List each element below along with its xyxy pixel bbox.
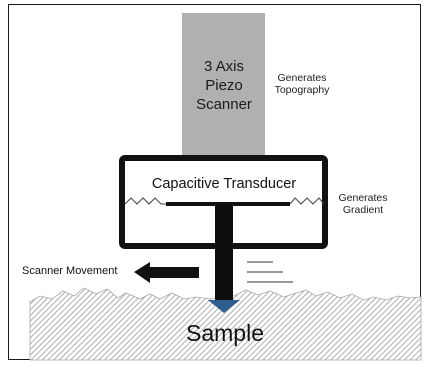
piezo-scanner-block xyxy=(182,13,265,159)
scanner-label-line-1: 3 Axis xyxy=(203,58,245,75)
topography-note-line-1: Generates xyxy=(277,72,327,84)
probe-tip xyxy=(208,300,240,313)
transducer-label: Capacitive Transducer xyxy=(151,176,297,192)
scanner-label-line-2: Piezo xyxy=(205,76,243,94)
topography-note: Generates Topography xyxy=(266,72,338,97)
topography-note-line-2: Topography xyxy=(274,84,330,97)
scanner-label-line-3: Scanner xyxy=(196,95,252,113)
sample-surface xyxy=(29,287,422,361)
left-spring xyxy=(124,197,166,205)
right-spring xyxy=(289,197,325,205)
scanner-movement-arrow xyxy=(134,262,199,283)
gradient-note-line-1: Generates xyxy=(338,192,388,204)
gradient-note: Generates Gradient xyxy=(331,192,395,217)
probe-shaft xyxy=(215,206,233,302)
sample-label: Sample xyxy=(186,320,264,346)
gradient-note-line-2: Gradient xyxy=(342,204,384,217)
capacitor-plate xyxy=(166,202,290,206)
scanner-label: 3 Axis Piezo Scanner xyxy=(182,58,266,114)
scanner-movement-label: Scanner Movement xyxy=(22,265,118,277)
